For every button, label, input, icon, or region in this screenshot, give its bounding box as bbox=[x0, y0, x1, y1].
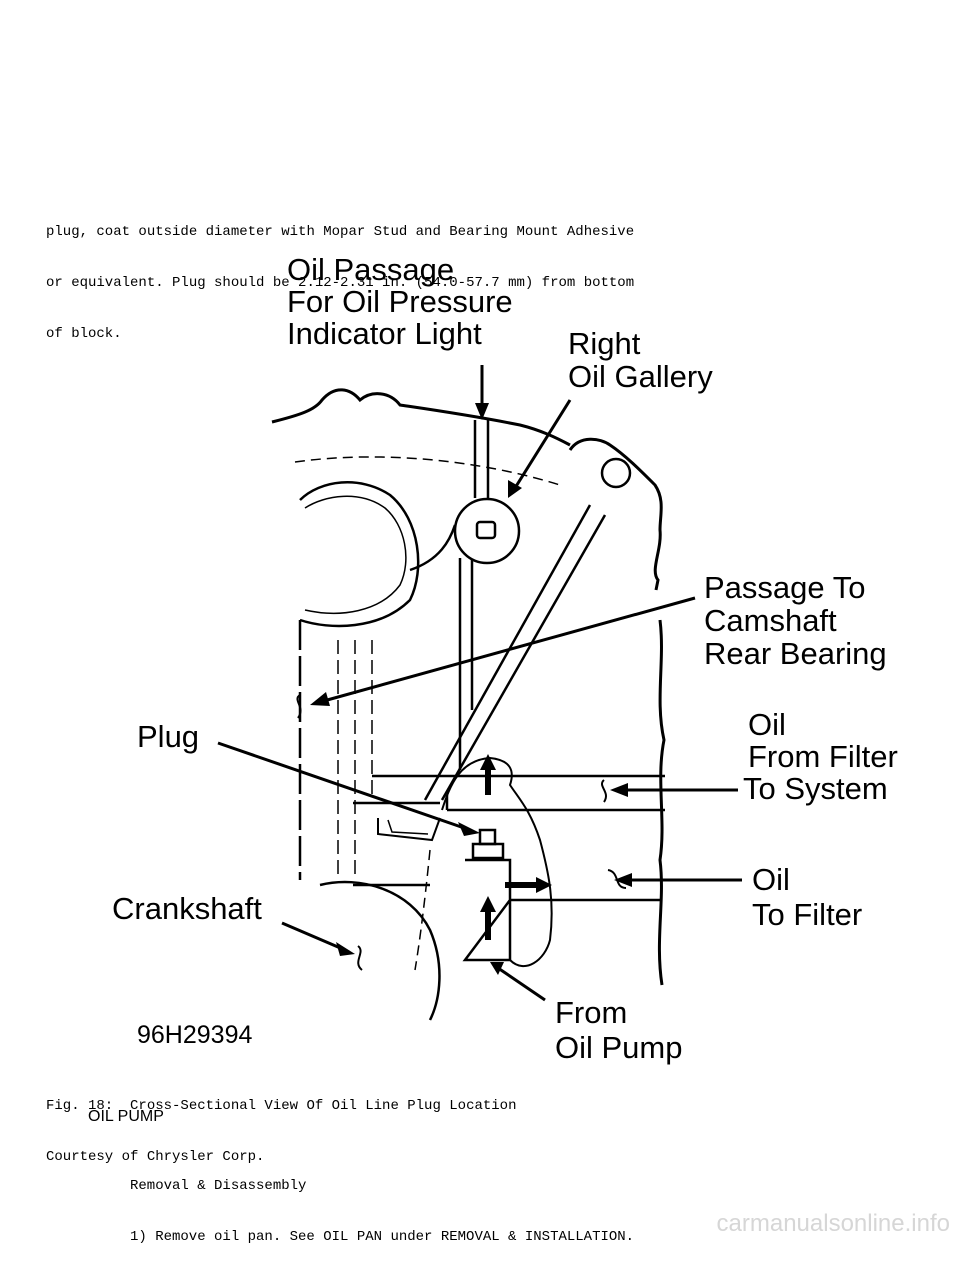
plug bbox=[478, 828, 497, 846]
oil-plug-diagram: Oil Passage For Oil Pressure Indicator L… bbox=[112, 252, 898, 1065]
cylinder-bore bbox=[299, 481, 420, 628]
caption-line: Courtesy of Chrysler Corp. bbox=[46, 1149, 265, 1165]
intro-line: of block. bbox=[46, 326, 122, 342]
break-line-right bbox=[657, 619, 666, 986]
label-passage-camshaft: Rear Bearing bbox=[704, 636, 887, 671]
label-right-gallery: Oil Gallery bbox=[568, 359, 713, 394]
dashed-left bbox=[337, 640, 373, 880]
label-right-gallery: Right bbox=[568, 326, 641, 361]
label-oil-passage: Indicator Light bbox=[287, 316, 482, 351]
right-oil-gallery bbox=[453, 497, 521, 565]
crankshaft-outline bbox=[319, 880, 441, 1021]
bolt-hole bbox=[600, 457, 632, 489]
label-from-oil-pump: Oil Pump bbox=[555, 1030, 682, 1065]
cylinder-bore-inner bbox=[304, 495, 407, 615]
intro-line: plug, coat outside diameter with Mopar S… bbox=[46, 224, 635, 240]
label-oil-from-filter: Oil bbox=[748, 707, 786, 742]
section-body: Removal & Disassembly 1) Remove oil pan.… bbox=[130, 1144, 634, 1263]
plug-bore bbox=[441, 756, 553, 967]
label-crankshaft: Crankshaft bbox=[112, 891, 262, 926]
label-oil-from-filter: To System bbox=[743, 771, 888, 806]
figure-caption: Fig. 18: Cross-Sectional View Of Oil Lin… bbox=[46, 1064, 516, 1183]
caption-line: Fig. 18: Cross-Sectional View Of Oil Lin… bbox=[46, 1098, 517, 1114]
gallery-boss bbox=[409, 524, 457, 572]
block-outline bbox=[271, 388, 571, 447]
intro-paragraph: plug, coat outside diameter with Mopar S… bbox=[46, 190, 634, 360]
block-right-edge bbox=[568, 437, 663, 591]
section-title: OIL PUMP bbox=[88, 1108, 164, 1125]
label-from-oil-pump: From bbox=[555, 995, 627, 1030]
label-oil-to-filter: To Filter bbox=[752, 897, 862, 932]
label-passage-camshaft: Passage To bbox=[704, 570, 865, 605]
figure-code: 96H29394 bbox=[137, 1021, 252, 1049]
step-line: 1) Remove oil pan. See OIL PAN under REM… bbox=[130, 1229, 635, 1245]
dashed-outline bbox=[294, 456, 561, 486]
label-plug: Plug bbox=[137, 719, 199, 754]
intro-line: or equivalent. Plug should be 2.12-2.31 … bbox=[46, 275, 635, 291]
subsection-heading: Removal & Disassembly bbox=[130, 1178, 307, 1194]
watermark: carmanualsonline.info bbox=[716, 1210, 950, 1237]
gallery-plug-square bbox=[475, 520, 497, 540]
label-oil-passage: Oil Passage bbox=[287, 252, 454, 287]
label-oil-to-filter: Oil bbox=[752, 862, 790, 897]
label-oil-from-filter: From Filter bbox=[748, 739, 898, 774]
label-passage-camshaft: Camshaft bbox=[704, 603, 837, 638]
label-oil-passage: For Oil Pressure bbox=[287, 284, 513, 319]
